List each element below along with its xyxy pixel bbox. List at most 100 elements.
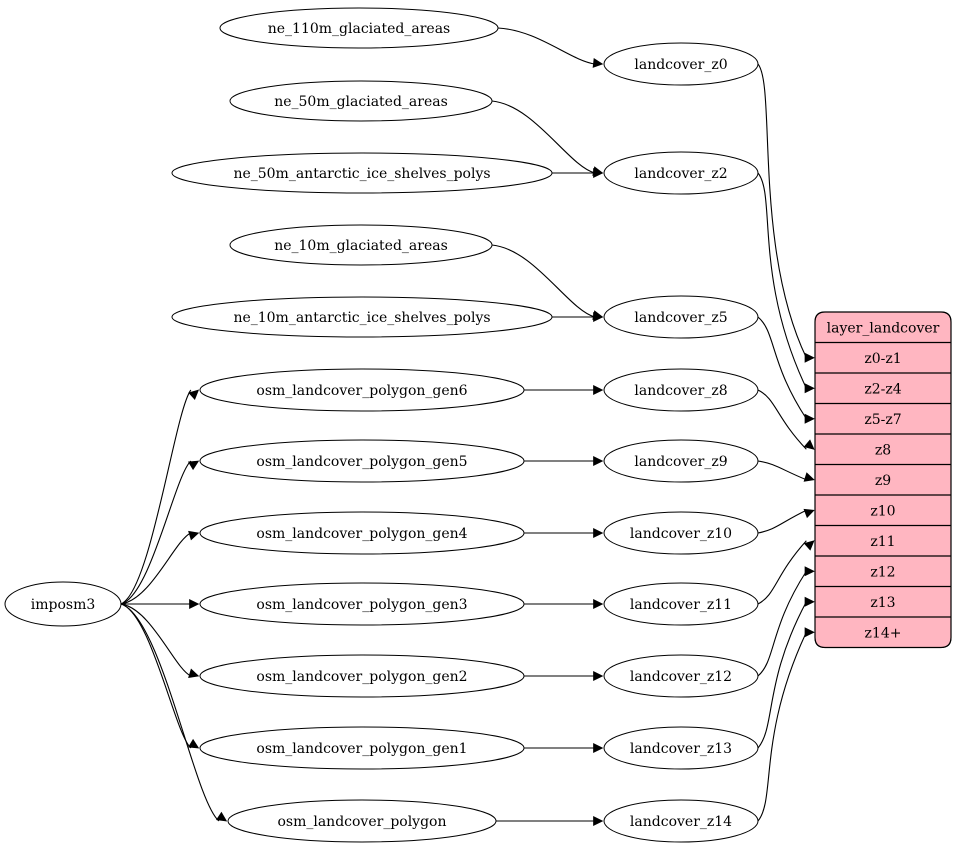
- table-header-label: layer_landcover: [827, 320, 940, 336]
- table-row-z11[interactable]: z11: [870, 534, 895, 550]
- node-landcover_z10[interactable]: landcover_z10: [603, 511, 759, 555]
- node-label: osm_landcover_polygon_gen6: [256, 383, 467, 399]
- node-label: landcover_z12: [630, 669, 732, 685]
- arrowhead: [803, 540, 815, 551]
- node-label: ne_10m_antarctic_ice_shelves_polys: [233, 310, 490, 326]
- node-label: landcover_z2: [634, 166, 727, 182]
- arrowhead: [188, 668, 200, 679]
- table-outline: [814, 311, 952, 649]
- node-osm_landcover_polygon_gen1[interactable]: osm_landcover_polygon_gen1: [199, 726, 525, 770]
- arrowhead: [803, 508, 815, 519]
- table-row-z14+[interactable]: z14+: [865, 625, 902, 641]
- edge-imposm3-to-osm_landcover_polygon_gen4: [120, 532, 192, 605]
- node-label: imposm3: [31, 597, 96, 613]
- edge-landcover_z13-to-layer_landcover-z13: [757, 601, 807, 749]
- node-shape: [603, 439, 759, 483]
- edge-ne_50m_glaciated_areas-to-landcover_z2: [491, 100, 595, 174]
- table-row-z13[interactable]: z13: [870, 595, 895, 611]
- table-row-z2-z4[interactable]: z2-z4: [864, 381, 901, 397]
- node-shape: [229, 224, 493, 266]
- node-ne_110m_glaciated_areas[interactable]: ne_110m_glaciated_areas: [219, 7, 499, 49]
- node-label: landcover_z8: [634, 383, 727, 399]
- node-osm_landcover_polygon_gen2[interactable]: osm_landcover_polygon_gen2: [199, 654, 525, 698]
- edge-landcover_z12-to-layer_landcover-z12: [757, 570, 807, 677]
- node-landcover_z8[interactable]: landcover_z8: [603, 368, 759, 412]
- table-row-label: z12: [870, 564, 895, 580]
- node-landcover_z2[interactable]: landcover_z2: [603, 151, 759, 195]
- node-shape: [229, 80, 493, 122]
- node-label: landcover_z0: [634, 57, 727, 73]
- edge-landcover_z8-to-layer_landcover-z8: [757, 389, 807, 450]
- node-osm_landcover_polygon_gen4[interactable]: osm_landcover_polygon_gen4: [199, 511, 525, 555]
- node-label: landcover_z11: [630, 597, 732, 613]
- table-row-label: z5-z7: [864, 412, 901, 428]
- node-shape: [603, 654, 759, 698]
- node-label: ne_110m_glaciated_areas: [268, 21, 450, 37]
- table-row-z0-z1[interactable]: z0-z1: [864, 351, 901, 367]
- node-landcover_z11[interactable]: landcover_z11: [603, 582, 759, 626]
- node-ne_50m_glaciated_areas[interactable]: ne_50m_glaciated_areas: [229, 80, 493, 122]
- node-label: osm_landcover_polygon: [277, 814, 446, 830]
- node-shape: [171, 152, 553, 194]
- arrowhead: [804, 596, 815, 607]
- arrowhead: [189, 599, 200, 609]
- node-shape: [603, 151, 759, 195]
- node-label: osm_landcover_polygon_gen1: [256, 741, 467, 757]
- arrowhead: [187, 460, 200, 471]
- edge-landcover_z2-to-layer_landcover-z2-z4: [757, 172, 807, 389]
- table-row-z12[interactable]: z12: [870, 564, 895, 580]
- arrowhead: [804, 627, 815, 638]
- table-row-z9[interactable]: z9: [875, 473, 891, 489]
- node-landcover_z14[interactable]: landcover_z14: [603, 799, 759, 843]
- node-shape: [603, 726, 759, 770]
- node-osm_landcover_polygon_gen5[interactable]: osm_landcover_polygon_gen5: [199, 439, 525, 483]
- arrowhead: [188, 389, 200, 400]
- arrowhead: [215, 811, 228, 822]
- node-shape: [4, 581, 122, 627]
- node-label: landcover_z10: [630, 526, 732, 542]
- edge-landcover_z5-to-layer_landcover-z5-z7: [757, 316, 807, 420]
- table-row-z8[interactable]: z8: [875, 442, 891, 458]
- node-label: ne_50m_antarctic_ice_shelves_polys: [233, 166, 490, 182]
- table-row-z10[interactable]: z10: [870, 503, 895, 519]
- arrowhead: [804, 413, 815, 424]
- node-shape: [171, 296, 553, 338]
- table-row-z5-z7[interactable]: z5-z7: [864, 412, 901, 428]
- node-shape: [603, 582, 759, 626]
- node-label: osm_landcover_polygon_gen5: [256, 454, 467, 470]
- edge-imposm3-to-osm_landcover_polygon_gen5: [120, 460, 192, 605]
- node-shape: [199, 726, 525, 770]
- arrowhead: [593, 671, 604, 681]
- node-landcover_z12[interactable]: landcover_z12: [603, 654, 759, 698]
- node-shape: [227, 799, 497, 843]
- node-label: landcover_z14: [630, 814, 732, 830]
- node-osm_landcover_polygon_gen6[interactable]: osm_landcover_polygon_gen6: [199, 368, 525, 412]
- edge-ne_110m_glaciated_areas-to-landcover_z0: [497, 27, 595, 65]
- edges-layer: [120, 27, 815, 826]
- node-label: landcover_z5: [634, 310, 727, 326]
- node-shape: [199, 511, 525, 555]
- node-osm_landcover_polygon[interactable]: osm_landcover_polygon: [227, 799, 497, 843]
- node-ne_10m_antarctic_ice_shelves_polys[interactable]: ne_10m_antarctic_ice_shelves_polys: [171, 296, 553, 338]
- node-ne_10m_glaciated_areas[interactable]: ne_10m_glaciated_areas: [229, 224, 493, 266]
- arrowhead: [803, 439, 815, 450]
- node-landcover_z13[interactable]: landcover_z13: [603, 726, 759, 770]
- layer-landcover-table: layer_landcover z0-z1 z2-z4 z5-z7 z8 z9 z10 z11…: [814, 311, 952, 649]
- nodes-layer: imposm3 ne_110m_glaciated_areas ne_50m_gla…: [4, 7, 759, 843]
- node-imposm3[interactable]: imposm3: [4, 581, 122, 627]
- edge-landcover_z10-to-layer_landcover-z10: [757, 509, 807, 534]
- node-osm_landcover_polygon_gen3[interactable]: osm_landcover_polygon_gen3: [199, 582, 525, 626]
- node-shape: [199, 654, 525, 698]
- arrowhead: [592, 58, 604, 68]
- arrowhead: [804, 383, 815, 394]
- table-row-label: z8: [875, 442, 891, 458]
- node-ne_50m_antarctic_ice_shelves_polys[interactable]: ne_50m_antarctic_ice_shelves_polys: [171, 152, 553, 194]
- node-shape: [219, 7, 499, 49]
- arrowhead: [803, 472, 815, 482]
- node-landcover_z0[interactable]: landcover_z0: [603, 42, 759, 86]
- node-landcover_z9[interactable]: landcover_z9: [603, 439, 759, 483]
- node-landcover_z5[interactable]: landcover_z5: [603, 295, 759, 339]
- arrowhead: [593, 385, 604, 395]
